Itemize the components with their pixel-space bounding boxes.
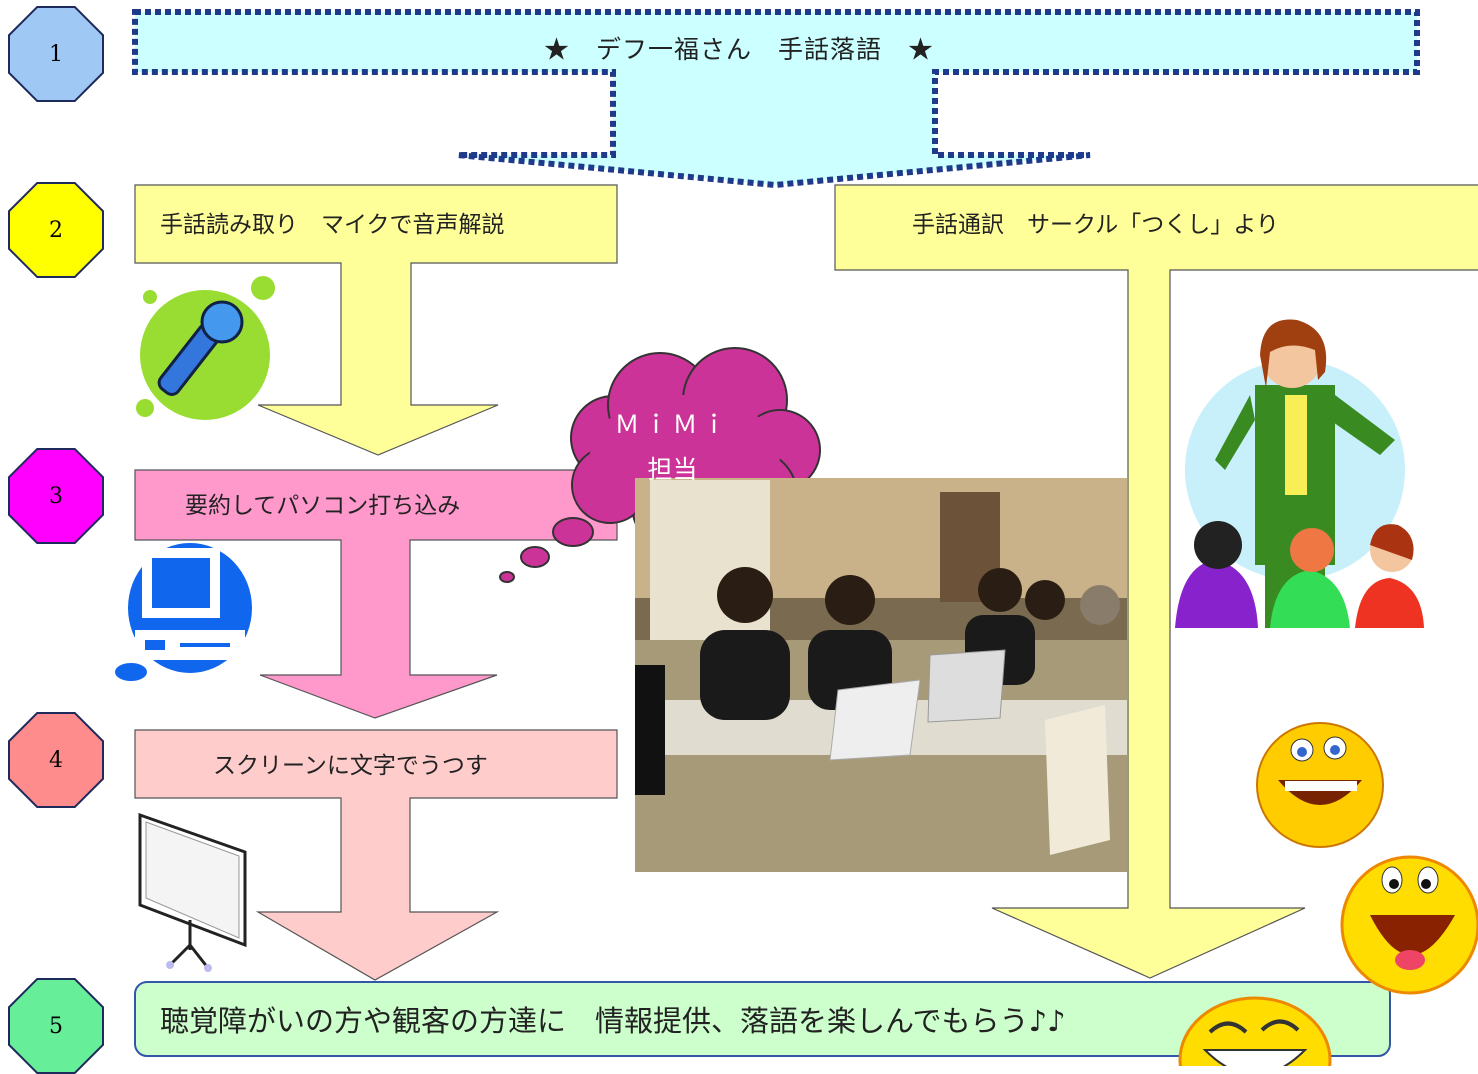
screen-label: スクリーンに文字でうつす [213, 753, 488, 779]
page-title: ★ デフ一福さん 手話落語 ★ [543, 35, 934, 64]
step-3-badge: 3 [8, 448, 104, 544]
step-3-number: 3 [49, 483, 63, 509]
cloud-line-1: ＭｉＭｉ [614, 410, 731, 439]
reading-label: 手話読み取り マイクで音声解説 [160, 212, 505, 238]
interp-arrow [834, 184, 1478, 979]
step-4-badge: 4 [8, 712, 104, 808]
step-5-badge: 5 [8, 978, 104, 1074]
volunteers-photo [635, 478, 1127, 872]
final-label: 聴覚障がいの方や観客の方達に 情報提供、落語を楽しんでもらう♪♪ [160, 1004, 1066, 1038]
smiley-icon [1256, 722, 1384, 848]
smiley-grin-icon [1178, 996, 1332, 1066]
microphone-icon [136, 276, 275, 420]
step-5-number: 5 [49, 1013, 63, 1039]
step-4-number: 4 [49, 747, 63, 773]
title-banner-arrow [132, 9, 1420, 189]
typing-label: 要約してパソコン打ち込み [185, 493, 461, 519]
smiley-laughing-icon [1340, 855, 1478, 995]
projector-screen-icon [138, 812, 247, 972]
step-1-number: 1 [49, 41, 63, 67]
computer-icon [115, 543, 252, 681]
step-2-number: 2 [49, 217, 63, 243]
final-box [134, 981, 1391, 1057]
typing-arrow [134, 469, 618, 719]
screen-arrow [134, 729, 618, 981]
step-1-badge: 1 [8, 6, 104, 102]
step-2-badge: 2 [8, 182, 104, 278]
cloud-line-2: 担当 [647, 455, 698, 484]
sign-interpreter-icon [1175, 319, 1424, 628]
reading-arrow [134, 184, 618, 456]
interp-label: 手話通訳 サークル「つくし」より [912, 212, 1279, 238]
